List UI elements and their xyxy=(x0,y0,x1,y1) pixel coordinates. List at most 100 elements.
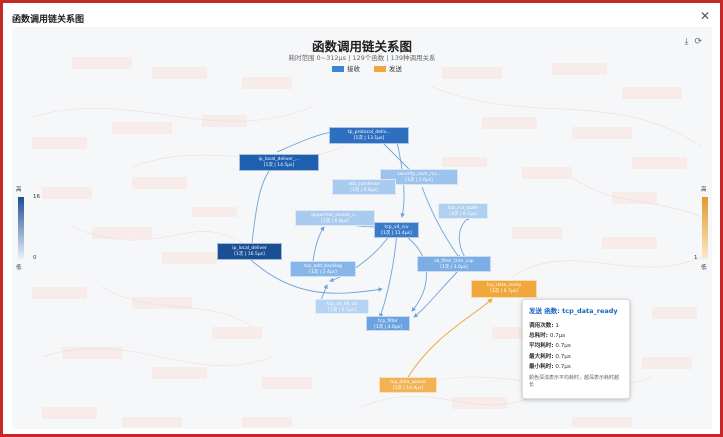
node-label: apparmor_socket_s... xyxy=(311,213,359,218)
node-n3[interactable]: security_sock_rcv...[1次 | 1.6μs] xyxy=(380,169,458,185)
right-scale-min: 1 xyxy=(694,255,698,261)
background-node xyxy=(482,117,537,129)
edge xyxy=(396,141,405,218)
node-label: tcp_rcv_state xyxy=(448,206,478,211)
background-node xyxy=(32,137,87,149)
background-node xyxy=(242,417,292,427)
background-node xyxy=(62,347,122,359)
node-label: ip_local_deliver xyxy=(232,246,267,251)
background-node xyxy=(152,67,207,79)
edge xyxy=(413,266,463,318)
node-n4[interactable]: skb_condense[1次 | 0.8μs] xyxy=(332,179,396,195)
node-n9[interactable]: tcp_add_backlog[1次 | 2.4μs] xyxy=(290,261,356,277)
background-node xyxy=(642,357,692,369)
node-n1[interactable]: tp_protocol_deliv...[1次 | 13.1μs] xyxy=(329,127,409,144)
background-node xyxy=(262,377,312,389)
node-n11[interactable]: tcp_v4_fill_cb[1次 | 0.5μs] xyxy=(315,299,369,314)
node-n2[interactable]: ip_local_deliver_...[1次 | 14.5μs] xyxy=(239,154,319,171)
background-node xyxy=(132,297,192,309)
legend-receive[interactable]: 接收 xyxy=(332,63,360,73)
edge xyxy=(421,186,461,260)
background-node xyxy=(42,407,97,419)
tooltip-row: 最大耗时: 0.7μs xyxy=(529,352,623,360)
background-node xyxy=(622,87,682,99)
node-n12[interactable]: tcp_filter[1次 | 4.0μs] xyxy=(366,316,410,331)
tooltip-value: 0.7μs xyxy=(555,343,571,350)
background-node xyxy=(92,227,152,239)
background-node xyxy=(572,127,632,139)
node-label: tcp_data_queue xyxy=(390,380,426,385)
tooltip-value: 0.7μs xyxy=(555,363,571,370)
tooltip-header: 发送 函数: tcp_data_ready xyxy=(529,307,618,315)
legend-label: 发送 xyxy=(389,65,402,73)
edge xyxy=(458,216,471,262)
background-node xyxy=(442,67,502,79)
node-label: tcp_filter xyxy=(378,319,398,324)
right-color-scale[interactable] xyxy=(702,197,708,259)
tooltip-row: 总耗时: 0.7μs xyxy=(529,331,623,339)
tooltip-key: 最大耗时: xyxy=(529,353,554,360)
toolbar: ⤓ ⟳ xyxy=(684,37,702,47)
node-label: ip_local_deliver_... xyxy=(258,157,300,162)
tooltip-key: 总耗时: xyxy=(529,333,549,340)
node-stats: [1次 | 2.4μs] xyxy=(309,270,337,275)
node-stats: [1次 | 0.8μs] xyxy=(350,188,378,193)
background-node xyxy=(112,122,172,134)
background-node xyxy=(242,77,292,89)
close-icon[interactable]: ✕ xyxy=(699,9,710,23)
node-n8[interactable]: ip_local_deliver[1次 | 16.5μs] xyxy=(217,243,282,260)
left-color-scale[interactable] xyxy=(18,197,24,259)
node-n6[interactable]: apparmor_socket_s...[1次 | 0.8μs] xyxy=(295,210,375,226)
node-stats: [1次 | 11.4μs] xyxy=(381,231,412,236)
node-n7[interactable]: tcp_v4_rcv[1次 | 11.4μs] xyxy=(374,222,419,238)
tooltip-note: 颜色深浅表示平均耗时，越深表示耗时越长 xyxy=(529,374,620,388)
background-node xyxy=(512,227,562,239)
background-node xyxy=(42,187,92,199)
right-scale-top-label: 高 xyxy=(701,187,707,193)
right-scale-bottom-label: 低 xyxy=(701,265,707,271)
node-label: tcp_data_ready xyxy=(486,283,522,288)
tooltip-value: 0.7μs xyxy=(555,353,571,360)
legend-label: 接收 xyxy=(347,65,360,73)
tooltip-key: 最小耗时: xyxy=(529,363,554,370)
call-graph-canvas[interactable]: 函数调用链关系图 耗时范围 0~312μs | 129个函数 | 139种调用关… xyxy=(12,27,712,429)
legend-send[interactable]: 发送 xyxy=(374,63,402,73)
legend-swatch xyxy=(374,66,386,72)
node-n13[interactable]: tcp_data_ready[1次 | 0.7μs] xyxy=(471,280,537,298)
download-icon[interactable]: ⤓ xyxy=(684,37,689,47)
node-n14[interactable]: tcp_data_queue[1次 | 16.9μs] xyxy=(379,377,437,393)
tooltip-key: 平均耗时: xyxy=(529,343,554,350)
node-n5[interactable]: tcp_rcv_state[1次 | 0.7μs] xyxy=(438,203,488,219)
background-node xyxy=(122,417,182,427)
background-node xyxy=(522,167,572,179)
tooltip-value: 0.7μs xyxy=(549,333,566,340)
edge xyxy=(251,164,275,244)
background-node xyxy=(192,207,237,217)
tooltip-row: 平均耗时: 0.7μs xyxy=(529,341,623,349)
node-label: sk_filter_trim_cap xyxy=(434,259,474,264)
tooltip-row: 最小耗时: 0.7μs xyxy=(529,362,623,370)
node-stats: [1次 | 16.9μs] xyxy=(392,386,424,391)
background-node xyxy=(72,57,132,69)
legend-swatch xyxy=(332,66,344,72)
background-node xyxy=(212,327,262,339)
node-label: skb_condense xyxy=(348,182,380,187)
edge xyxy=(329,231,393,282)
edge xyxy=(249,258,383,294)
edge xyxy=(379,231,398,318)
node-stats: [1次 | 14.5μs] xyxy=(263,163,295,168)
node-stats: [1次 | 1.6μs] xyxy=(405,178,433,183)
node-stats: [1次 | 3.0μs] xyxy=(440,265,468,270)
node-n10[interactable]: sk_filter_trim_cap[1次 | 3.0μs] xyxy=(417,256,491,272)
left-scale-min: 0 xyxy=(33,255,37,261)
refresh-icon[interactable]: ⟳ xyxy=(694,37,702,47)
node-stats: [1次 | 13.1μs] xyxy=(353,136,385,141)
background-node xyxy=(552,63,607,75)
node-label: tcp_v4_rcv xyxy=(384,225,409,230)
node-label: tp_protocol_deliv... xyxy=(347,130,391,135)
graph-subtitle: 耗时范围 0~312μs | 129个函数 | 139种调用关系 xyxy=(288,54,436,62)
node-stats: [1次 | 0.5μs] xyxy=(328,308,356,313)
background-node xyxy=(632,157,687,169)
background-node xyxy=(32,287,87,299)
tooltip-value: 1 xyxy=(555,323,559,329)
